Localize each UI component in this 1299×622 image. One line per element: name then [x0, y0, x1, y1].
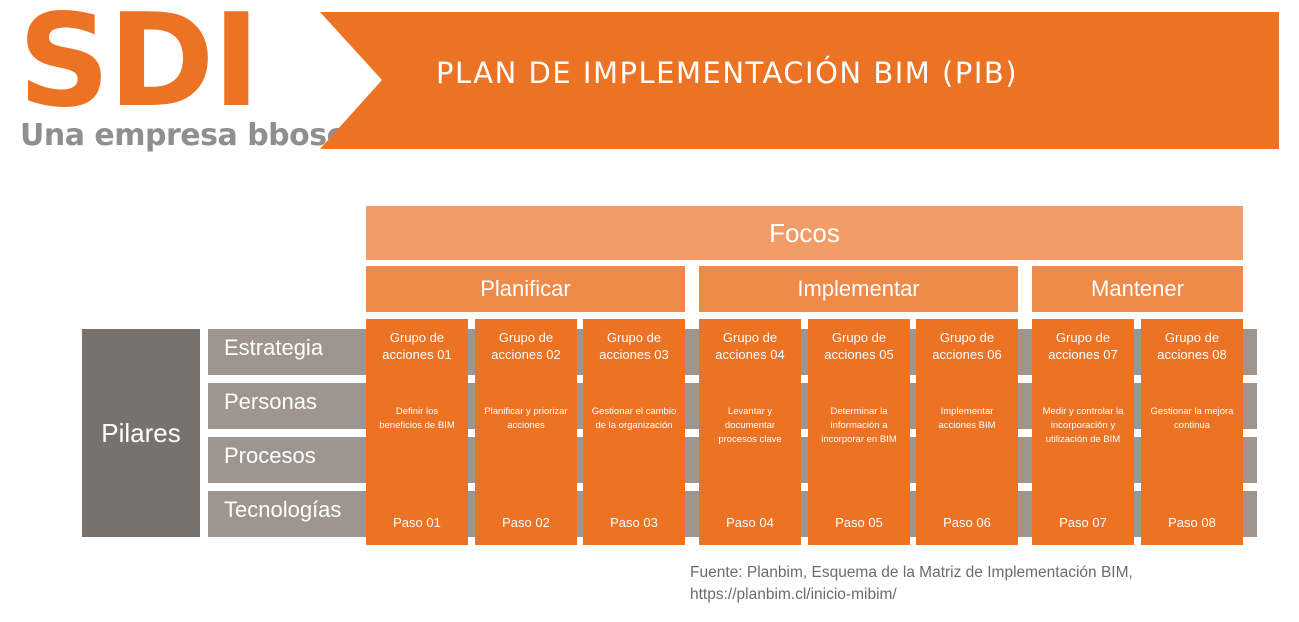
focos-header: Focos: [366, 206, 1243, 260]
sdi-logo: SDI: [18, 0, 260, 136]
group-action: Gestionar la mejora continua: [1150, 406, 1234, 431]
group-step: Paso 06: [943, 515, 991, 530]
row-label-procesos: Procesos: [224, 443, 316, 468]
group-title: Grupo de acciones 02: [491, 330, 561, 362]
group-title: Grupo de acciones 08: [1157, 330, 1227, 362]
group-step: Paso 08: [1168, 515, 1216, 530]
group-step: Paso 01: [393, 515, 441, 530]
banner-chevron-shape: [320, 12, 1279, 149]
action-group-04: Grupo de acciones 04 Levantar y document…: [699, 319, 801, 545]
source-url[interactable]: https://planbim.cl/inicio-mibim/: [690, 586, 897, 603]
source-citation: Fuente: Planbim, Esquema de la Matriz de…: [690, 562, 1133, 606]
group-action: Definir los beneficios de BIM: [379, 406, 455, 431]
action-group-07: Grupo de acciones 07 Medir y controlar l…: [1032, 319, 1134, 545]
page-title: PLAN DE IMPLEMENTACIÓN BIM (PIB): [436, 56, 1019, 90]
title-banner: [320, 12, 1279, 149]
row-label-estrategia: Estrategia: [224, 335, 324, 360]
group-title: Grupo de acciones 03: [599, 330, 669, 362]
group-step: Paso 05: [835, 515, 883, 530]
group-step: Paso 04: [726, 515, 774, 530]
group-title: Grupo de acciones 06: [932, 330, 1002, 362]
phase-label: Implementar: [797, 276, 920, 301]
group-action: Determinar la información a incorporar e…: [821, 406, 897, 445]
phase-planificar: Planificar: [366, 266, 685, 312]
logo-tagline: Una empresa bbosch: [20, 118, 365, 153]
phase-implementar: Implementar: [699, 266, 1018, 312]
group-step: Paso 07: [1059, 515, 1107, 530]
group-title: Grupo de acciones 05: [824, 330, 894, 362]
group-action: Medir y controlar la incorporación y uti…: [1042, 406, 1124, 445]
action-group-01: Grupo de acciones 01 Definir los benefic…: [366, 319, 468, 545]
phase-label: Planificar: [480, 276, 571, 301]
row-label-tecnologias: Tecnologías: [224, 497, 342, 522]
action-group-02: Grupo de acciones 02 Planificar y priori…: [475, 319, 577, 545]
phase-label: Mantener: [1091, 276, 1184, 301]
action-group-08: Grupo de acciones 08 Gestionar la mejora…: [1141, 319, 1243, 545]
group-action: Planificar y priorizar acciones: [484, 406, 568, 431]
group-step: Paso 03: [610, 515, 658, 530]
group-title: Grupo de acciones 01: [382, 330, 452, 362]
action-group-06: Grupo de acciones 06 Implementar accione…: [916, 319, 1018, 545]
action-group-03: Grupo de acciones 03 Gestionar el cambio…: [583, 319, 685, 545]
group-title: Grupo de acciones 04: [715, 330, 785, 362]
row-label-personas: Personas: [224, 389, 317, 414]
source-line-1: Fuente: Planbim, Esquema de la Matriz de…: [690, 564, 1133, 581]
focos-label: Focos: [769, 217, 840, 248]
group-step: Paso 02: [502, 515, 550, 530]
action-group-05: Grupo de acciones 05 Determinar la infor…: [808, 319, 910, 545]
pilares-box: Pilares: [82, 329, 200, 537]
group-title: Grupo de acciones 07: [1048, 330, 1118, 362]
pilares-label: Pilares: [101, 417, 181, 448]
logo-tagline-prefix: Una empresa: [20, 118, 248, 153]
phase-mantener: Mantener: [1032, 266, 1243, 312]
group-action: Implementar acciones BIM: [938, 406, 996, 431]
group-action: Gestionar el cambio de la organización: [591, 406, 677, 431]
group-action: Levantar y documentar procesos clave: [718, 406, 782, 445]
